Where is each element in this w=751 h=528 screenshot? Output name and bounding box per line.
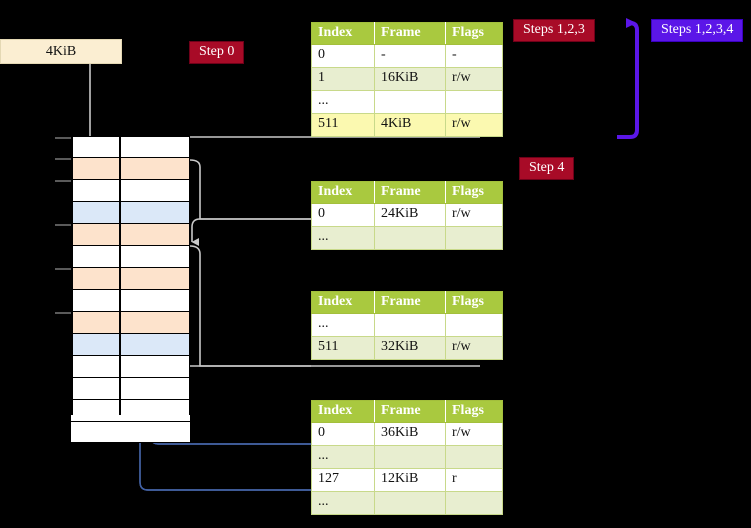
cell-frame [374, 90, 446, 114]
table-row[interactable]: 1 16KiB r/w [311, 67, 503, 91]
cell-index: 511 [311, 113, 375, 137]
badge-step-0: Step 0 [189, 41, 245, 64]
wire-grid-to-l3 [189, 159, 311, 220]
cell-frame: 12KiB [374, 468, 446, 492]
cell-index: ... [311, 445, 375, 469]
memory-cell [71, 290, 190, 312]
column-header-frame: Frame [374, 291, 446, 314]
purple-bracket-arrow [617, 18, 639, 139]
physical-memory-grid [55, 136, 190, 443]
table-row[interactable]: 127 12KiB r [311, 468, 503, 492]
cell-flags [445, 226, 503, 250]
cell-index: 0 [311, 422, 375, 446]
column-header-index: Index [311, 181, 375, 204]
page-table-level3: Index Frame Flags 0 24KiB r/w ... [311, 181, 503, 250]
cell-frame: - [374, 44, 446, 68]
memory-cell [71, 334, 190, 356]
memory-grid-divider [119, 136, 121, 415]
cell-index: ... [311, 90, 375, 114]
cell-flags [445, 491, 503, 515]
cell-flags: r/w [445, 422, 503, 446]
cell-flags: r [445, 468, 503, 492]
page-table-level4: Index Frame Flags 0 - - 1 16KiB r/w ... … [311, 22, 503, 137]
page-table-level2: Index Frame Flags ... 511 32KiB r/w [311, 291, 503, 360]
column-header-frame: Frame [374, 400, 446, 423]
cell-flags: r/w [445, 336, 503, 360]
table-row[interactable]: 0 36KiB r/w [311, 422, 503, 446]
memory-cell [55, 268, 190, 290]
memory-cell [55, 158, 190, 180]
cell-index: 127 [311, 468, 375, 492]
memory-cell [71, 422, 190, 443]
wire-grid-to-l2 [189, 245, 311, 367]
cell-flags: r/w [445, 113, 503, 137]
badge-steps-1-2-3-4: Steps 1,2,3,4 [651, 19, 744, 42]
memory-cell [71, 202, 190, 224]
cell-flags: r/w [445, 67, 503, 91]
cell-frame [374, 226, 446, 250]
table-row[interactable]: ... [311, 445, 503, 469]
table-header-row: Index Frame Flags [311, 291, 503, 314]
column-header-frame: Frame [374, 181, 446, 204]
cell-frame: 32KiB [374, 336, 446, 360]
table-row[interactable]: ... [311, 491, 503, 515]
column-header-flags: Flags [445, 400, 503, 423]
cell-index: 511 [311, 336, 375, 360]
column-header-frame: Frame [374, 22, 446, 45]
memory-cell [55, 312, 190, 334]
cell-index: ... [311, 313, 375, 337]
table-row[interactable]: 0 24KiB r/w [311, 203, 503, 227]
column-header-flags: Flags [445, 22, 503, 45]
column-header-index: Index [311, 400, 375, 423]
memory-cell [71, 378, 190, 400]
cell-flags [445, 90, 503, 114]
cell-flags: r/w [445, 203, 503, 227]
wire-l4-511-to-grid [162, 136, 480, 158]
table-row[interactable]: 511 4KiB r/w [311, 113, 503, 137]
memory-cell [71, 356, 190, 378]
cell-index: 1 [311, 67, 375, 91]
table-header-row: Index Frame Flags [311, 181, 503, 204]
memory-cell [71, 400, 190, 422]
cell-index: 0 [311, 44, 375, 68]
cell-frame: 36KiB [374, 422, 446, 446]
cell-frame: 16KiB [374, 67, 446, 91]
column-header-flags: Flags [445, 291, 503, 314]
memory-grid-right-edge [188, 136, 190, 415]
table-header-row: Index Frame Flags [311, 400, 503, 423]
cell-index: ... [311, 491, 375, 515]
column-header-flags: Flags [445, 181, 503, 204]
cell-frame: 24KiB [374, 203, 446, 227]
cell-index: 0 [311, 203, 375, 227]
table-row[interactable]: ... [311, 90, 503, 114]
cell-frame [374, 491, 446, 515]
column-header-index: Index [311, 22, 375, 45]
page-table-level1: Index Frame Flags 0 36KiB r/w ... 127 12… [311, 400, 503, 515]
table-row[interactable]: 0 - - [311, 44, 503, 68]
table-row[interactable]: 511 32KiB r/w [311, 336, 503, 360]
cell-flags: - [445, 44, 503, 68]
memory-cell [55, 136, 190, 158]
cell-frame [374, 313, 446, 337]
cell-frame: 4KiB [374, 113, 446, 137]
memory-cell [55, 224, 190, 246]
table-row[interactable]: ... [311, 313, 503, 337]
cell-frame [374, 445, 446, 469]
column-header-index: Index [311, 291, 375, 314]
cell-flags [445, 445, 503, 469]
cell-flags [445, 313, 503, 337]
memory-grid-left-edge [71, 136, 73, 415]
memory-cell [55, 180, 190, 202]
memory-cell [71, 246, 190, 268]
badge-step-4: Step 4 [519, 157, 575, 180]
badge-steps-1-2-3: Steps 1,2,3 [513, 19, 595, 42]
cell-index: ... [311, 226, 375, 250]
memory-frame-label-4kib: 4KiB [0, 39, 122, 64]
table-row[interactable]: ... [311, 226, 503, 250]
table-header-row: Index Frame Flags [311, 22, 503, 45]
